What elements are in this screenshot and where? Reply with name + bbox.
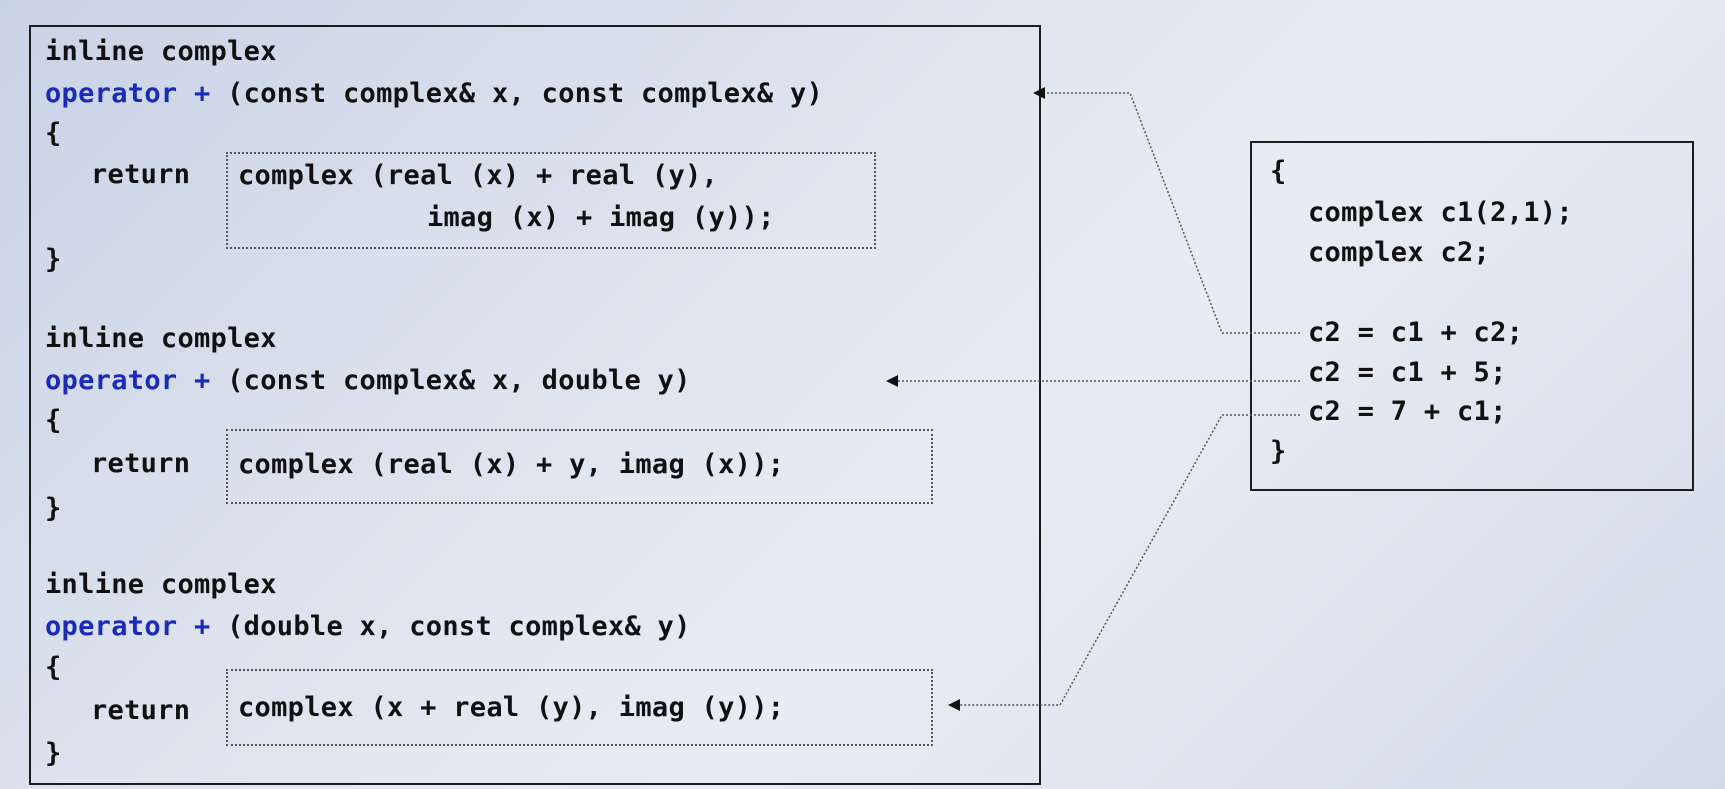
arrow-to-overload-3 bbox=[948, 414, 1300, 711]
overload-1-return: return bbox=[91, 159, 191, 190]
overload-2-return: return bbox=[91, 448, 191, 479]
usage-close-brace: } bbox=[1270, 436, 1287, 467]
overload-1-signature: operator + (const complex& x, const comp… bbox=[45, 77, 823, 111]
usage-line-complex-plus-complex: c2 = c1 + c2; bbox=[1308, 317, 1524, 348]
usage-line-declare-c1: complex c1(2,1); bbox=[1308, 197, 1573, 228]
overload-1-expression-box: complex (real (x) + real (y), imag (x) +… bbox=[226, 152, 876, 249]
overload-2-expr-line-1: complex (real (x) + y, imag (x)); bbox=[238, 449, 785, 480]
overload-3-params: (double x, const complex& y) bbox=[210, 611, 691, 642]
overload-3-return: return bbox=[91, 695, 191, 726]
overload-2-params: (const complex& x, double y) bbox=[210, 365, 691, 396]
overload-1-params: (const complex& x, const complex& y) bbox=[210, 78, 824, 109]
overload-3-open-brace: { bbox=[45, 652, 62, 683]
overload-3-signature: operator + (double x, const complex& y) bbox=[45, 610, 691, 644]
overload-2-operator: operator + bbox=[45, 365, 211, 396]
overload-2-open-brace: { bbox=[45, 405, 62, 436]
overload-2-expression-box: complex (real (x) + y, imag (x)); bbox=[226, 429, 933, 504]
overload-3-expr-line-1: complex (x + real (y), imag (y)); bbox=[238, 692, 785, 723]
overload-1-open-brace: { bbox=[45, 118, 62, 149]
overload-2-header: inline complex bbox=[45, 323, 277, 354]
overload-2-close-brace: } bbox=[45, 493, 62, 524]
overload-1-expr-line-2: imag (x) + imag (y)); bbox=[427, 202, 775, 233]
overload-1-expr-line-1: complex (real (x) + real (y), bbox=[238, 160, 719, 191]
usage-line-double-plus-complex: c2 = 7 + c1; bbox=[1308, 396, 1507, 427]
overload-1-operator: operator + bbox=[45, 78, 211, 109]
overload-1-close-brace: } bbox=[45, 244, 62, 275]
usage-line-complex-plus-double: c2 = c1 + 5; bbox=[1308, 357, 1507, 388]
overload-3-expression-box: complex (x + real (y), imag (y)); bbox=[226, 669, 933, 746]
overload-3-close-brace: } bbox=[45, 738, 62, 769]
usage-example-panel: { complex c1(2,1); complex c2; c2 = c1 +… bbox=[1250, 141, 1694, 491]
overload-3-operator: operator + bbox=[45, 611, 211, 642]
overload-2-signature: operator + (const complex& x, double y) bbox=[45, 364, 691, 398]
usage-open-brace: { bbox=[1270, 156, 1287, 187]
usage-line-declare-c2: complex c2; bbox=[1308, 237, 1491, 268]
overload-1-header: inline complex bbox=[45, 36, 277, 67]
overload-3-header: inline complex bbox=[45, 569, 277, 600]
operator-overloads-panel: inline complex operator + (const complex… bbox=[29, 25, 1041, 785]
arrow-to-overload-1 bbox=[1033, 87, 1300, 334]
